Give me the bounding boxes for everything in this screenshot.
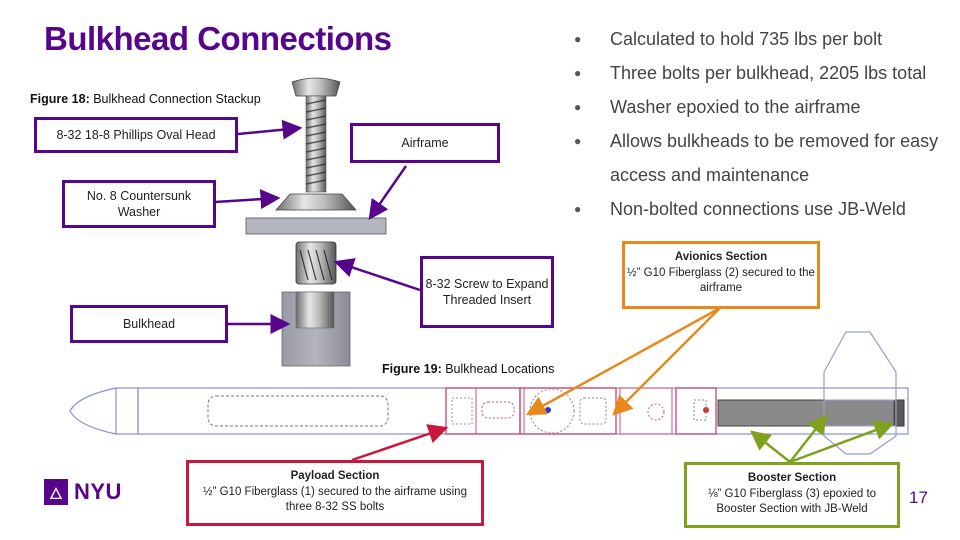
bullet-item: Three bolts per bulkhead, 2205 lbs total bbox=[572, 56, 957, 90]
airframe-plate bbox=[245, 217, 387, 235]
figure-18-caption: Figure 18: Bulkhead Connection Stackup bbox=[30, 92, 261, 106]
label-airframe: Airframe bbox=[350, 123, 500, 163]
payload-title: Payload Section bbox=[290, 470, 380, 482]
nyu-logo: 🜂 NYU bbox=[44, 479, 122, 505]
page-number: 17 bbox=[909, 488, 928, 507]
avionics-title: Avionics Section bbox=[674, 251, 768, 263]
bullet-item: Washer epoxied to the airframe bbox=[572, 90, 957, 124]
screw-illustration bbox=[291, 77, 341, 193]
slide-title: Bulkhead Connections bbox=[44, 20, 392, 57]
threaded-insert-illustration bbox=[295, 241, 337, 285]
label-bulkhead: Bulkhead bbox=[70, 305, 228, 343]
label-screw: 8-32 18-8 Phillips Oval Head bbox=[34, 117, 238, 153]
bullet-item: Calculated to hold 735 lbs per bolt bbox=[572, 22, 957, 56]
bullet-item: Allows bulkheads to be removed for easy … bbox=[572, 124, 957, 192]
avionics-callout: Avionics Section ½” G10 Fiberglass (2) s… bbox=[622, 241, 820, 309]
booster-title: Booster Section bbox=[747, 472, 837, 484]
booster-desc: ⅛” G10 Fiberglass (3) epoxied to Booster… bbox=[707, 487, 877, 516]
avionics-desc: ½” G10 Fiberglass (2) secured to the air… bbox=[627, 266, 815, 295]
washer-illustration bbox=[275, 193, 357, 211]
booster-callout: Booster Section ⅛” G10 Fiberglass (3) ep… bbox=[684, 462, 900, 528]
torch-icon: 🜂 bbox=[44, 479, 68, 505]
label-washer: No. 8 Countersunk Washer bbox=[62, 180, 216, 228]
bullet-item: Non-bolted connections use JB-Weld bbox=[572, 192, 957, 226]
nyu-logo-text: NYU bbox=[74, 479, 122, 504]
label-insert-screw: 8-32 Screw to Expand Threaded Insert bbox=[420, 256, 554, 328]
rocket-diagram bbox=[69, 331, 909, 455]
figure-19-caption: Figure 19: Bulkhead Locations bbox=[382, 362, 555, 376]
payload-callout: Payload Section ½” G10 Fiberglass (1) se… bbox=[186, 460, 484, 526]
bullet-list: Calculated to hold 735 lbs per bolt Thre… bbox=[572, 22, 957, 226]
payload-desc: ½” G10 Fiberglass (1) secured to the air… bbox=[203, 485, 467, 514]
